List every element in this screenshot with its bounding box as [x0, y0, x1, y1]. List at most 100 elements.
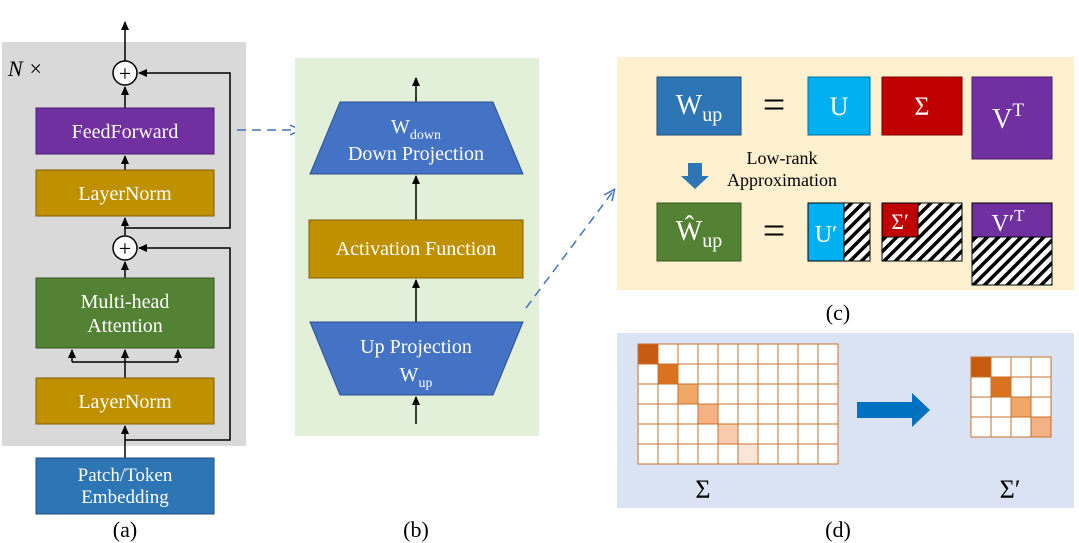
- up-weight-sub: up: [418, 376, 432, 391]
- w-hat-matrix: [656, 202, 742, 262]
- embedding-label-line2: Embedding: [81, 487, 169, 508]
- residual-add-top-symbol: +: [119, 61, 131, 86]
- attention-label-line1: Multi-head: [81, 291, 170, 313]
- sigma-cell: [637, 443, 659, 465]
- sigma-matrix: [881, 76, 963, 136]
- sigma-cell: [657, 423, 679, 445]
- sigma-cell: [717, 363, 739, 385]
- vt-sup: T: [1012, 100, 1024, 121]
- sigma-cell: [817, 343, 839, 365]
- low-rank-arrow-icon: [681, 163, 709, 189]
- u-matrix: [807, 76, 871, 136]
- embedding-label-line1: Patch/Token: [78, 465, 173, 486]
- sigma-cell: [817, 423, 839, 445]
- up-weight-main: W: [400, 364, 419, 386]
- sigma-cell: [757, 343, 779, 365]
- activation-block: [308, 219, 524, 279]
- equals-top: =: [763, 82, 786, 127]
- w-up-main: W: [676, 90, 703, 121]
- sigma-prime-cell: [1030, 396, 1052, 418]
- w-hat-sub: up: [702, 230, 722, 252]
- sigma-cell: [737, 363, 759, 385]
- sigma-prime-cell: [1010, 416, 1032, 438]
- activation-label: Activation Function: [336, 238, 497, 260]
- sigma-prime-diagonal-cell: [970, 356, 992, 378]
- sigma-prime-grid-label: Σ′: [1000, 475, 1021, 504]
- sigma-cell: [797, 443, 819, 465]
- sigma-cell: [677, 343, 699, 365]
- sigma-cell: [717, 383, 739, 405]
- equals-bottom: =: [763, 208, 786, 253]
- sigma-cell: [777, 383, 799, 405]
- up-projection-label: Up Projection: [360, 336, 472, 358]
- residual-add-middle-icon: [112, 235, 138, 261]
- sigma-prime-diagonal-grid: [970, 356, 1052, 438]
- residual-add-middle-symbol: +: [119, 236, 131, 261]
- sigma-cell: [777, 403, 799, 425]
- sigma-cell: [737, 423, 759, 445]
- sigma-cell: [757, 403, 779, 425]
- sigma-cell: [677, 423, 699, 445]
- sigma-cell: [817, 443, 839, 465]
- sigma-diagonal-cell: [677, 383, 699, 405]
- sigma-prime-diagonal-cell: [990, 376, 1012, 398]
- sigma-label: Σ: [914, 92, 929, 121]
- sigma-prime-cell: [990, 416, 1012, 438]
- sigma-cell: [757, 423, 779, 445]
- vt-prime-label: V′T: [992, 206, 1026, 237]
- residual-add-top-icon: [112, 60, 138, 86]
- layernorm-bottom-block: [35, 377, 215, 425]
- down-weight-sub: down: [410, 128, 441, 143]
- sigma-cell: [637, 383, 659, 405]
- sigma-cell: [817, 383, 839, 405]
- sigma-cell: [757, 443, 779, 465]
- truncate-arrow-icon: [857, 393, 930, 427]
- sigma-cell: [777, 343, 799, 365]
- attention-block: [35, 277, 215, 349]
- up-projection-block: [309, 321, 524, 396]
- feedforward-label: FeedForward: [72, 121, 179, 143]
- sigma-diagonal-cell: [717, 423, 739, 445]
- sigma-cell: [717, 343, 739, 365]
- sigma-cell: [797, 383, 819, 405]
- sigma-diagonal-cell: [737, 443, 759, 465]
- sigma-diagonal-cell: [657, 363, 679, 385]
- sigma-cell: [697, 443, 719, 465]
- embedding-block: [35, 457, 215, 515]
- caption-d: (d): [825, 517, 851, 542]
- repeat-label: N ×: [7, 56, 43, 81]
- sigma-cell: [757, 363, 779, 385]
- residual-connection-top: [125, 69, 231, 229]
- sigma-cell: [657, 443, 679, 465]
- sigma-cell: [737, 403, 759, 425]
- vt-prime-sup: T: [1014, 206, 1025, 225]
- w-hat-label: Ŵup: [676, 216, 722, 252]
- down-projection-label: Down Projection: [348, 143, 484, 165]
- zoom-arrow-b-to-c: [525, 190, 614, 309]
- sigma-cell: [757, 383, 779, 405]
- u-label: U: [830, 92, 849, 121]
- sigma-prime-cell: [990, 356, 1012, 378]
- w-hat-main: Ŵ: [676, 216, 703, 247]
- w-up-sub: up: [702, 104, 722, 126]
- sigma-cell: [677, 403, 699, 425]
- sigma-cell: [737, 383, 759, 405]
- sigma-cell: [637, 423, 659, 445]
- sigma-prime-diagonal-cell: [1010, 396, 1032, 418]
- caption-c: (c): [826, 300, 850, 325]
- sigma-prime-cell: [1030, 356, 1052, 378]
- down-projection-block: [309, 101, 524, 175]
- sigma-prime-cell: [970, 376, 992, 398]
- residual-connection-bottom: [125, 244, 231, 441]
- sigma-prime-label: Σ′: [891, 209, 909, 234]
- sigma-cell: [697, 383, 719, 405]
- u-prime-label: U′: [815, 222, 838, 248]
- caption-b: (b): [403, 517, 429, 542]
- down-weight-main: W: [391, 116, 410, 138]
- sigma-prime-cell: [970, 416, 992, 438]
- sigma-cell: [797, 403, 819, 425]
- sigma-diagonal-cell: [697, 403, 719, 425]
- sigma-cell: [777, 423, 799, 445]
- sigma-cell: [637, 403, 659, 425]
- w-up-label: Wup: [676, 90, 722, 126]
